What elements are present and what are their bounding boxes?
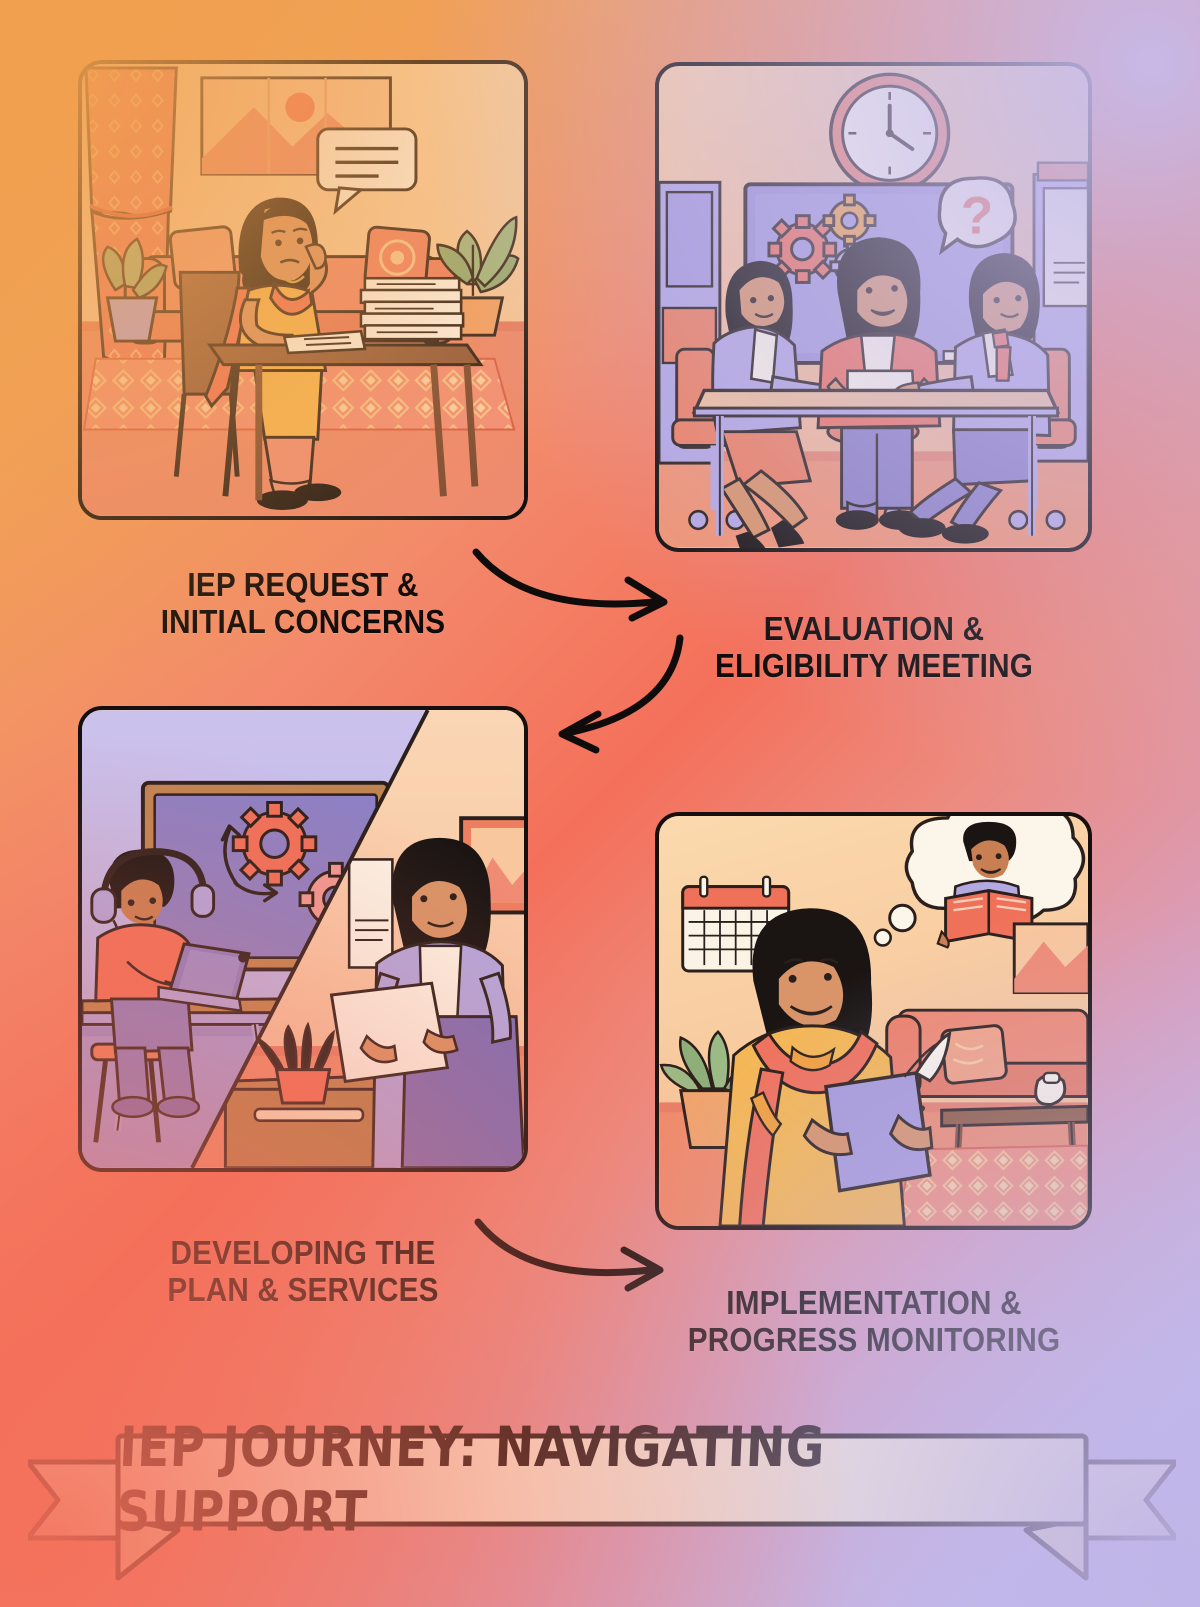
panel-developing-plan[interactable] (78, 706, 528, 1172)
caption-step-1: IEP REQUEST & INITIAL CONCERNS (160, 565, 446, 641)
caption-step-3: DEVELOPING THE PLAN & SERVICES (167, 1233, 439, 1309)
caption-step-2: EVALUATION & ELIGIBILITY MEETING (714, 609, 1034, 685)
title-banner (28, 1418, 1176, 1586)
panel-2-illustration: ? (659, 66, 1088, 548)
poster-title: IEP JOURNEY: NAVIGATING SUPPORT (115, 1415, 827, 1545)
panel-3-illustration (82, 710, 524, 1168)
svg-text:?: ? (961, 186, 993, 245)
panel-evaluation-meeting[interactable]: ? (655, 62, 1092, 552)
panel-iep-request[interactable] (78, 60, 528, 520)
panel-1-illustration (82, 64, 524, 516)
panel-implementation-monitoring[interactable] (655, 812, 1092, 1230)
panel-4-illustration (659, 816, 1088, 1226)
caption-step-4: IMPLEMENTATION & PROGRESS MONITORING (687, 1283, 1061, 1359)
